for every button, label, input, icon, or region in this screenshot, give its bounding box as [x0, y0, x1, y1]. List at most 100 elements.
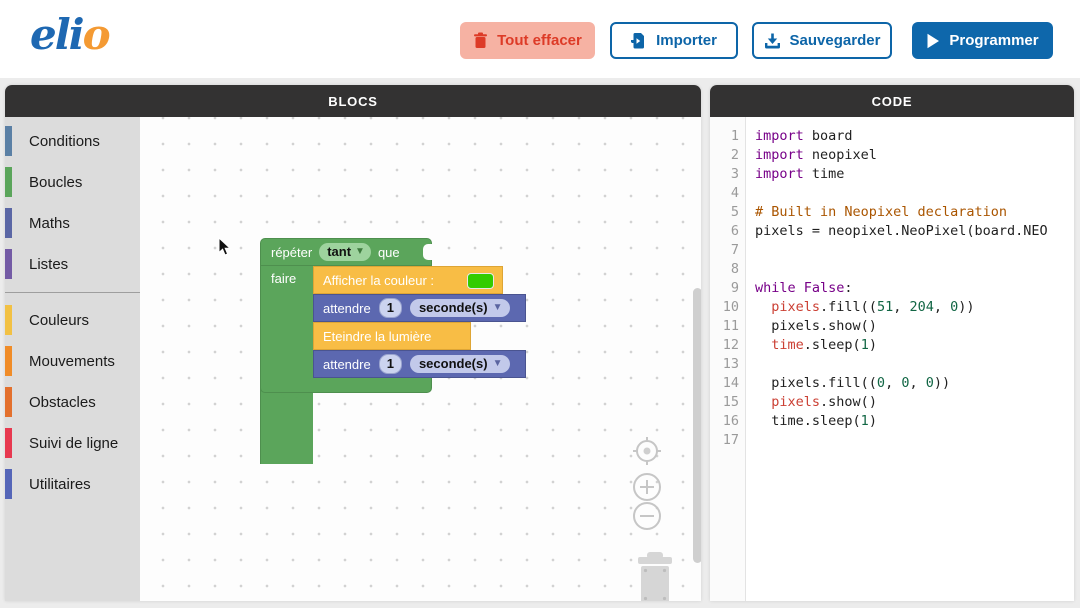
line-number: 3 — [730, 166, 739, 182]
category-color-bar — [5, 249, 12, 279]
wait-unit-dropdown[interactable]: seconde(s) ▼ — [409, 299, 511, 317]
code-panel-title: CODE — [710, 85, 1074, 117]
sidebar-item-couleurs[interactable]: Couleurs — [5, 300, 140, 341]
code-text — [746, 184, 755, 203]
category-label: Couleurs — [29, 312, 90, 329]
line-number: 17 — [722, 432, 739, 448]
line-number: 10 — [722, 299, 739, 315]
block-lights-off[interactable]: Eteindre la lumière — [313, 322, 471, 350]
line-number: 4 — [730, 185, 739, 201]
save-button[interactable]: Sauvegarder — [752, 22, 892, 59]
category-label: Utilitaires — [29, 476, 91, 493]
code-text — [746, 355, 755, 374]
code-line: 4 — [710, 184, 1074, 203]
category-color-bar — [5, 346, 12, 376]
line-number: 2 — [730, 147, 739, 163]
code-text: pixels.fill((0, 0, 0)) — [755, 375, 951, 391]
repeat-mode-dropdown[interactable]: tant ▼ — [319, 243, 371, 261]
block-wait-1[interactable]: attendre 1 seconde(s) ▼ — [313, 294, 526, 322]
category-color-bar — [5, 167, 12, 197]
category-color-bar — [5, 305, 12, 335]
code-line: 7 — [710, 241, 1074, 260]
code-text: pixels = neopixel.NeoPixel(board.NEO — [755, 223, 1048, 239]
workspace-zoom-controls — [633, 437, 661, 530]
code-text: import time — [755, 166, 845, 182]
sidebar-item-obstacles[interactable]: Obstacles — [5, 382, 140, 423]
code-text: while False: — [755, 280, 853, 296]
code-line: 12 time.sleep(1) — [710, 336, 1074, 355]
sidebar-item-boucles[interactable]: Boucles — [5, 162, 140, 203]
code-text: import board — [755, 128, 853, 144]
wait-unit-dropdown[interactable]: seconde(s) ▼ — [409, 355, 511, 373]
elio-logo: elio — [30, 10, 111, 59]
app-header: elio Tout effacer Importer Sauvegarder P… — [0, 0, 1080, 78]
trash-can-icon[interactable] — [637, 552, 673, 601]
line-number: 6 — [730, 223, 739, 239]
workspace-vertical-scrollbar[interactable] — [693, 288, 701, 563]
wait-unit-value: seconde(s) — [418, 300, 488, 315]
code-line: 13 — [710, 355, 1074, 374]
dropdown-arrow-icon: ▼ — [492, 358, 503, 369]
repeat-end-label: que — [377, 244, 400, 260]
sidebar-item-listes[interactable]: Listes — [5, 244, 140, 285]
show-color-label: Afficher la couleur : — [323, 272, 435, 288]
logo-text-blue: eli — [30, 10, 85, 59]
code-text — [746, 260, 755, 279]
block-next-connection-tab — [281, 393, 299, 398]
code-line: 1 import board — [710, 127, 1074, 146]
code-text: pixels.show() — [771, 394, 877, 410]
dropdown-arrow-icon: ▼ — [492, 302, 503, 313]
program-button[interactable]: Programmer — [912, 22, 1053, 59]
category-label: Listes — [29, 256, 69, 273]
logo-text-orange: o — [82, 10, 111, 59]
color-swatch-field[interactable] — [467, 273, 494, 289]
category-label: Boucles — [29, 174, 83, 191]
line-number: 12 — [722, 337, 739, 353]
code-text: time.sleep(1) — [755, 413, 877, 429]
wait-value-field[interactable]: 1 — [378, 354, 402, 374]
line-number: 11 — [722, 318, 739, 334]
line-number: 8 — [730, 261, 739, 277]
wait-unit-value: seconde(s) — [418, 356, 488, 371]
code-text — [746, 241, 755, 260]
code-line: 8 — [710, 260, 1074, 279]
download-icon — [764, 33, 780, 48]
blockly-workspace[interactable]: répéter tant ▼ que faire Afficher la cou… — [140, 117, 701, 601]
code-line: 16 time.sleep(1) — [710, 412, 1074, 431]
boolean-input-socket[interactable] — [423, 244, 433, 260]
blocs-panel-title: BLOCS — [5, 85, 701, 117]
block-repeat-header[interactable]: répéter tant ▼ que — [260, 238, 432, 266]
sidebar-item-mouvements[interactable]: Mouvements — [5, 341, 140, 382]
sidebar-item-conditions[interactable]: Conditions — [5, 121, 140, 162]
code-text: pixels.show() — [755, 318, 877, 334]
code-text: pixels.fill((51, 204, 0)) — [771, 299, 975, 315]
code-line: 5# Built in Neopixel declaration — [710, 203, 1074, 222]
block-repeat-footer[interactable] — [260, 377, 432, 393]
sidebar-item-utilitaires[interactable]: Utilitaires — [5, 464, 140, 505]
zoom-reset-icon[interactable] — [633, 437, 661, 465]
code-line: 11 pixels.show() — [710, 317, 1074, 336]
wait-value-field[interactable]: 1 — [378, 298, 402, 318]
repeat-start-label: répéter — [271, 244, 313, 260]
line-number: 1 — [730, 128, 739, 144]
sidebar-item-maths[interactable]: Maths — [5, 203, 140, 244]
category-label: Suivi de ligne — [29, 435, 119, 452]
block-repeat-body[interactable]: faire — [260, 265, 313, 464]
zoom-in-icon[interactable] — [633, 473, 661, 501]
sidebar-item-suivi-de-ligne[interactable]: Suivi de ligne — [5, 423, 140, 464]
block-show-color[interactable]: Afficher la couleur : — [313, 266, 503, 294]
category-color-bar — [5, 208, 12, 238]
file-import-icon — [631, 33, 645, 49]
category-label: Conditions — [29, 133, 100, 150]
zoom-out-icon[interactable] — [633, 502, 661, 530]
line-number: 15 — [722, 394, 739, 410]
code-text — [746, 431, 755, 450]
import-label: Importer — [656, 32, 717, 49]
block-wait-2[interactable]: attendre 1 seconde(s) ▼ — [313, 350, 526, 378]
clear-all-button[interactable]: Tout effacer — [460, 22, 595, 59]
import-button[interactable]: Importer — [610, 22, 738, 59]
category-label: Obstacles — [29, 394, 96, 411]
